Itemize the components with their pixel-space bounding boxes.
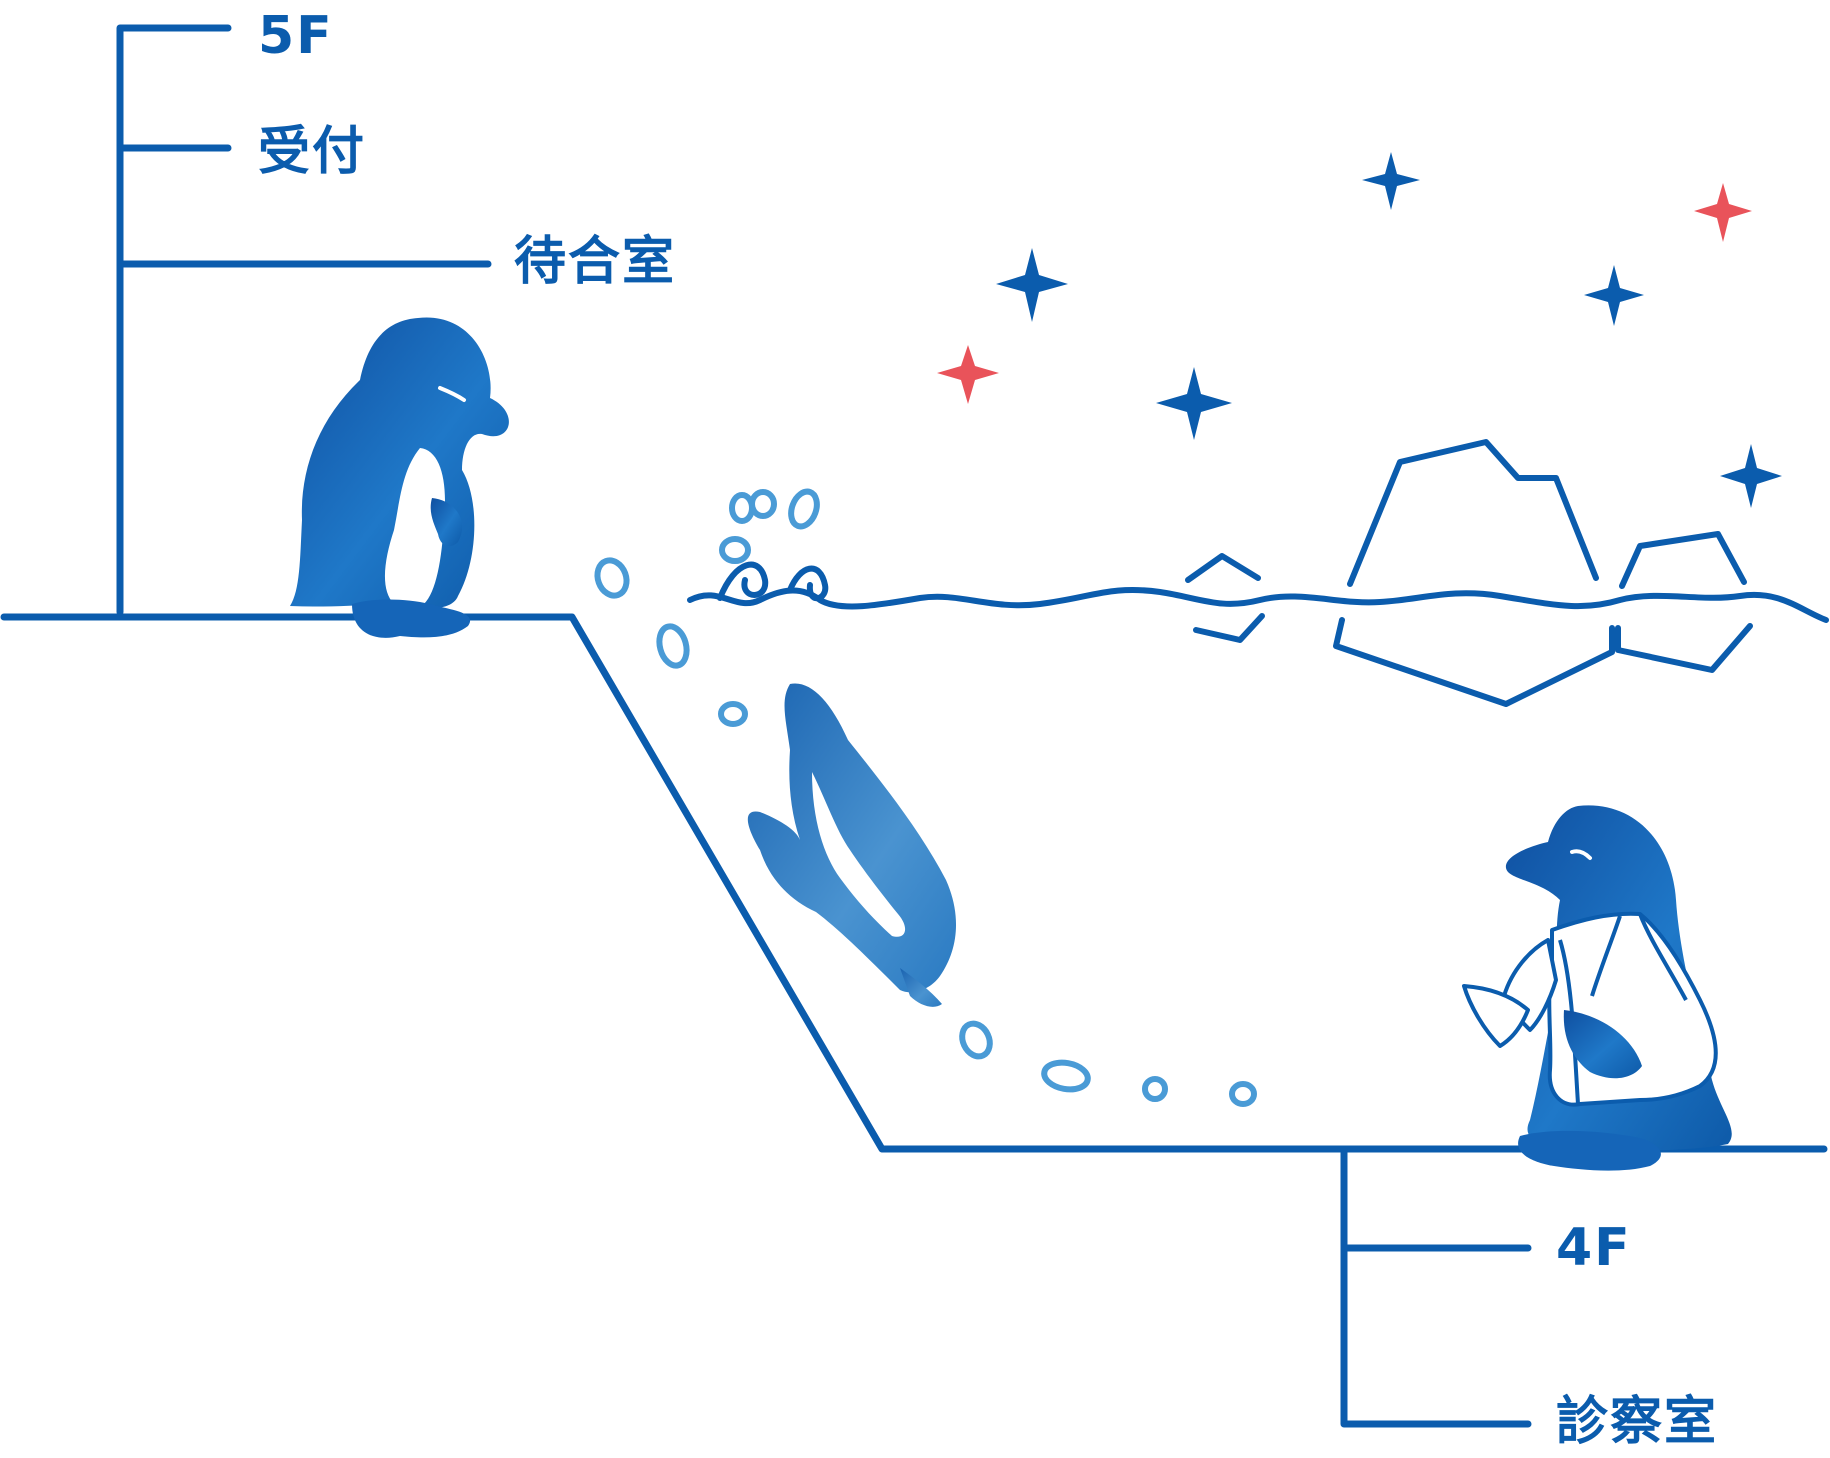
penguin-standing-icon: [290, 317, 509, 638]
bubble-icon: [656, 623, 690, 669]
penguin-doctor-icon: [1462, 805, 1732, 1171]
ground-line: [0, 613, 1828, 1153]
bubble-icon: [749, 489, 777, 519]
star-icon: [1156, 367, 1232, 440]
bubble-icon: [1041, 1059, 1091, 1093]
sea: [687, 439, 1829, 707]
star-icon: [996, 248, 1068, 322]
iceberg-bottom: [1615, 623, 1753, 673]
bracket-4f: [1340, 1147, 1532, 1428]
bubbles: [594, 488, 1257, 1107]
room-label-waiting-room: 待合室: [514, 232, 677, 292]
star-icon: [1720, 444, 1782, 508]
room-label-reception: 受付: [258, 122, 367, 182]
iceberg-icon: [1347, 439, 1599, 587]
iceberg-icon: [1619, 531, 1747, 589]
bubble-icon: [719, 536, 751, 564]
iceberg-bottom: [1333, 617, 1615, 707]
star-icon: [1584, 265, 1644, 326]
bubble-icon: [788, 488, 820, 530]
sea-wave-icon: [687, 587, 1829, 623]
star-icon: [937, 345, 999, 404]
star-icon: [1694, 183, 1752, 242]
floor-lines: [0, 24, 1828, 1428]
ice-piece: [1185, 553, 1265, 643]
bubble-icon: [594, 557, 630, 599]
bubble-icon: [1142, 1076, 1168, 1102]
room-label-examination-room: 診察室: [1556, 1392, 1719, 1452]
stars: [937, 152, 1782, 508]
star-icon: [1362, 152, 1420, 210]
floor-label-4f: 4F: [1556, 1218, 1632, 1278]
penguin-diving-icon: [747, 683, 957, 1007]
bubble-icon: [1229, 1081, 1257, 1107]
bubble-icon: [959, 1020, 993, 1060]
bubble-icon: [729, 492, 755, 524]
floor-label-5f: 5F: [258, 6, 334, 66]
bracket-5f: [116, 24, 492, 616]
bubble-icon: [718, 701, 748, 727]
splash: [717, 561, 829, 602]
